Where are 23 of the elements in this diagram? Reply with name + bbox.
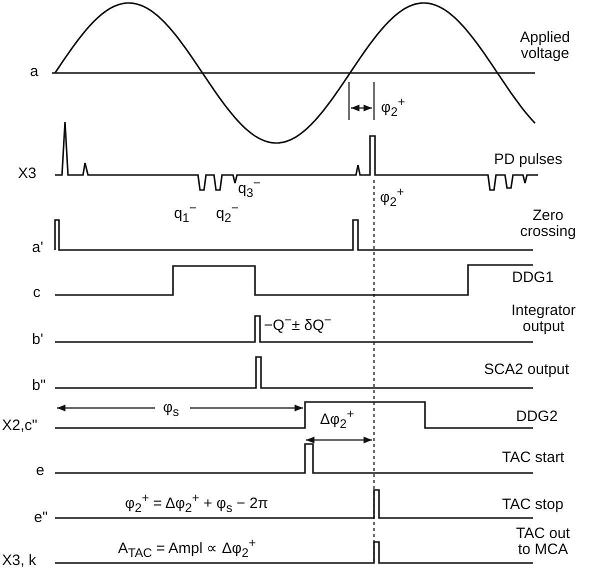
signal-name: PD pulses [494,152,562,168]
charge-label: −Q$^{−}$± δQ$^{−}$ [264,312,332,334]
signal-name: Zero crossing [519,208,577,240]
signal-name: TAC out to MCA [515,526,571,558]
signal-name: Integrator output [510,303,577,335]
trace-label: a [30,64,38,80]
trace-label: b" [32,378,46,394]
phase-label: φ$_{s}$ [163,400,179,420]
signal-name: DDG2 [516,409,558,425]
trace-label: a' [32,240,44,256]
signal-name: DDG1 [512,270,554,286]
trace-label: b' [32,332,44,348]
trace-label: X2,c" [2,418,38,434]
signal-name: Applied voltage [518,30,572,62]
signal-name: TAC start [502,450,564,466]
equation: φ$_{2}$$^{+}$ = Δφ$_{2}$$^{+}$ + φ$_{s}$ − 2π [125,490,268,516]
trace-label: c [33,285,40,301]
trace-label: X3 [18,166,36,182]
trace-label: X3, k [2,553,36,569]
signal-name: SCA2 output [484,362,570,378]
trace-label: e [36,463,44,479]
signal-name: TAC stop [502,497,564,513]
trace-label: e" [34,510,48,526]
